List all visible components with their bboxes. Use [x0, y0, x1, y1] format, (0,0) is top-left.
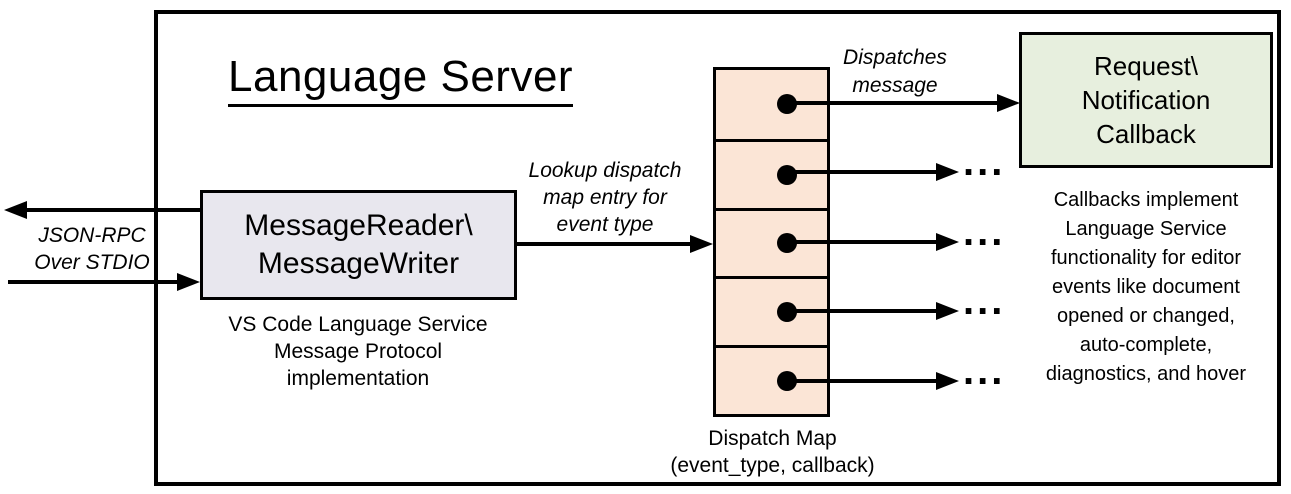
stdio-out-arrowhead	[4, 201, 27, 219]
callback-box-line1: Request\	[1093, 51, 1199, 81]
lookup-label-line1: Lookup dispatch	[528, 159, 682, 182]
ellipsis-text: ...	[963, 279, 1006, 323]
stdio-in-arrow-line	[8, 280, 178, 284]
dispatch-arrow-line	[787, 101, 999, 105]
dispatch-arrowhead	[936, 163, 959, 181]
lookup-arrow-line	[517, 242, 693, 246]
dispatch-arrow-line	[787, 309, 938, 313]
dispatch-map-caption-line1: Dispatch Map	[708, 427, 837, 450]
callbacks-note-line: events like document	[1052, 276, 1240, 298]
jsonrpc-label-line1: JSON-RPC	[38, 224, 146, 247]
lookup-arrowhead	[690, 235, 713, 253]
callbacks-note-line: opened or changed,	[1057, 305, 1235, 327]
dispatches-label-line1: Dispatches	[843, 46, 947, 69]
dispatch-arrowhead	[997, 94, 1020, 112]
message-reader-writer-box: MessageReader\ MessageWriter	[200, 190, 517, 300]
message-box-line2: MessageWriter	[257, 247, 460, 280]
message-box-line1: MessageReader\	[244, 209, 473, 242]
lookup-label-line2: map entry for	[543, 186, 667, 209]
dispatch-cell	[716, 138, 827, 208]
callbacks-note: Callbacks implement Language Service fun…	[1016, 186, 1276, 389]
ellipsis-text: ...	[963, 349, 1006, 393]
language-server-boundary-box	[154, 10, 1281, 486]
dispatch-arrow-line	[787, 379, 938, 383]
dispatch-arrowhead	[936, 302, 959, 320]
lookup-label: Lookup dispatch map entry for event type	[515, 157, 695, 238]
callback-box-line3: Callback	[1096, 119, 1196, 149]
dispatch-map-caption-line2: (event_type, callback)	[670, 454, 875, 477]
lookup-label-line3: event type	[556, 213, 654, 236]
request-notification-callback-box: Request\ Notification Callback	[1019, 32, 1273, 168]
dispatches-message-label: Dispatches message	[820, 44, 970, 100]
ellipsis-text: ...	[963, 210, 1006, 254]
callbacks-note-line: diagnostics, and hover	[1045, 363, 1247, 385]
title-wrap: Language Server	[228, 52, 574, 107]
message-box-caption-line1: VS Code Language Service	[228, 313, 488, 336]
dispatch-map-caption: Dispatch Map (event_type, callback)	[650, 425, 895, 479]
message-box-caption-line2: Message Protocol implementation	[273, 340, 443, 390]
diagram-title: Language Server	[228, 52, 574, 107]
dispatch-arrowhead	[936, 233, 959, 251]
stdio-out-arrow-line	[26, 208, 202, 212]
jsonrpc-label: JSON-RPC Over STDIO	[12, 222, 172, 276]
dispatches-label-line2: message	[852, 74, 938, 97]
dispatch-arrow-line	[787, 240, 938, 244]
dispatch-arrowhead	[936, 372, 959, 390]
ellipsis-text: ...	[963, 140, 1006, 184]
jsonrpc-label-line2: Over STDIO	[34, 251, 150, 274]
callbacks-note-line: auto-complete,	[1079, 334, 1213, 356]
dispatch-arrow-line	[787, 170, 938, 174]
callbacks-note-line: Callbacks implement	[1053, 189, 1239, 211]
callback-box-line2: Notification	[1081, 85, 1211, 115]
stdio-in-arrowhead	[177, 273, 200, 291]
callbacks-note-line: functionality for editor	[1050, 247, 1242, 269]
entry-dot	[777, 164, 797, 185]
callbacks-note-line: Language Service	[1065, 218, 1227, 240]
message-box-caption: VS Code Language Service Message Protoco…	[208, 311, 508, 392]
